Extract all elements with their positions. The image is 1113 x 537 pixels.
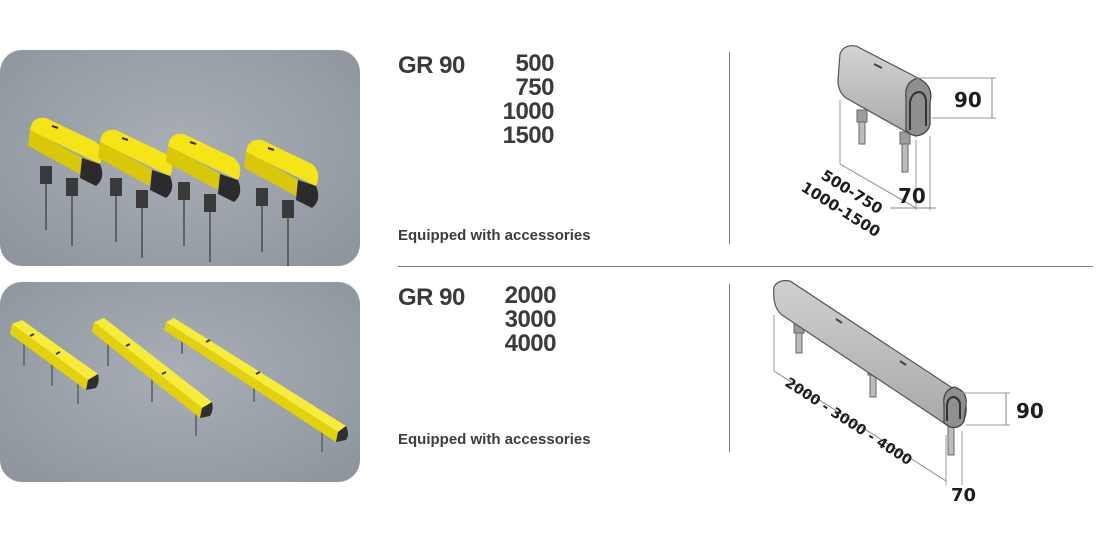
vertical-divider [729, 52, 730, 244]
size-value: 1500 [502, 122, 555, 149]
product-photo-short-guards [0, 50, 360, 266]
short-guard-rail [166, 133, 241, 262]
technical-drawing-short: 90 70 500-750 1000-1500 [798, 45, 996, 241]
size-value: 1000 [502, 98, 555, 125]
model-name: GR 90 [398, 284, 465, 311]
size-value: 4000 [504, 330, 557, 357]
short-guards-illustration [28, 117, 319, 266]
size-value: 2000 [504, 282, 557, 309]
size-value: 500 [515, 50, 554, 77]
short-guard-rail [98, 129, 173, 258]
size-value: 3000 [504, 306, 557, 333]
width-dimension-label: 70 [951, 485, 976, 506]
horizontal-divider [398, 266, 1093, 267]
width-dimension-label: 70 [898, 184, 926, 208]
long-guard-rail [92, 318, 213, 436]
short-guard-rail [28, 117, 103, 246]
size-value: 750 [515, 74, 554, 101]
model-name: GR 90 [398, 52, 465, 79]
size-list: 500 750 1000 1500 [492, 50, 555, 149]
long-guard-rail [164, 318, 348, 452]
size-list: 2000 3000 4000 [492, 282, 557, 357]
short-guard-rail [244, 139, 319, 266]
accessories-note: Equipped with accessories [398, 431, 591, 448]
technical-drawing-long: 90 70 2000 - 3000 - 4000 [773, 280, 1044, 506]
long-guard-rail [10, 320, 99, 404]
long-guards-illustration [10, 318, 348, 452]
accessories-note: Equipped with accessories [398, 227, 591, 244]
product-photo-long-guards [0, 282, 360, 482]
height-dimension-label: 90 [1016, 399, 1044, 423]
vertical-divider [729, 284, 730, 452]
height-dimension-label: 90 [954, 88, 982, 112]
